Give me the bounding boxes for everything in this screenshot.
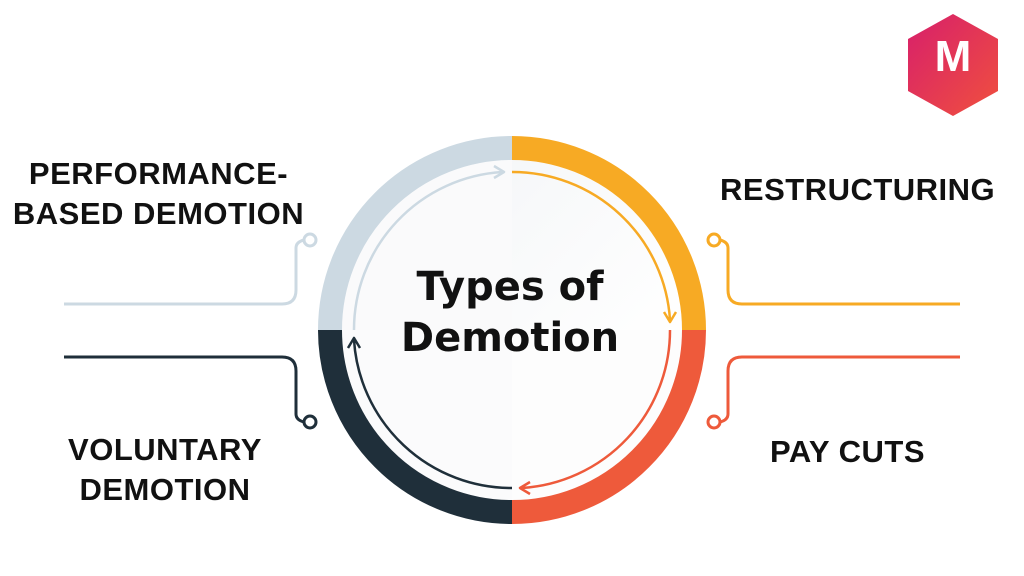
label-line: BASED DEMOTION (12, 195, 305, 231)
ring-segment-voluntary (318, 329, 513, 524)
connector-top-left (64, 238, 305, 306)
connector-node-bottom-left (302, 414, 318, 430)
arrow-head-bottom-right (518, 480, 531, 496)
ring-segment-restructuring (511, 136, 706, 331)
arrow-head-top-right (662, 311, 678, 324)
outer-ring (318, 136, 706, 524)
logo-m-icon: M (934, 32, 972, 81)
label-restructuring: RESTRUCTURING (720, 170, 1010, 210)
label-line: VOLUNTARY (68, 432, 262, 467)
arrow-arc-top-left (352, 170, 503, 331)
inner-shading (342, 160, 682, 500)
inner-arrows (346, 164, 678, 496)
label-line: PAY CUTS (770, 434, 926, 469)
label-line: PERFORMANCE- (28, 156, 289, 191)
label-voluntary-demotion: VOLUNTARY DEMOTION (40, 430, 290, 509)
arrow-arc-top-right (511, 170, 672, 321)
label-performance-based-demotion: PERFORMANCE- BASED DEMOTION (6, 154, 311, 233)
connectors (64, 232, 960, 430)
label-pay-cuts: PAY CUTS (770, 432, 950, 472)
arrow-arc-bottom-left (352, 339, 513, 490)
title-line-2: Demotion (400, 315, 620, 362)
arrow-arc-bottom-right (521, 329, 672, 490)
logo-hexagon (908, 14, 998, 116)
ring-segment-performance (318, 136, 513, 331)
connector-node-top-right (706, 232, 722, 248)
ring-segment-pay-cuts (511, 329, 706, 524)
connector-bottom-right (719, 355, 960, 424)
connector-top-right (719, 238, 960, 306)
label-line: DEMOTION (79, 471, 251, 507)
connector-bottom-left (64, 355, 305, 424)
connector-node-top-left (302, 232, 318, 248)
connector-node-bottom-right (706, 414, 722, 430)
label-line: RESTRUCTURING (720, 172, 996, 207)
title-line-1: Types of (416, 264, 604, 310)
arrow-head-bottom-left (346, 336, 362, 349)
arrow-head-top-left (493, 164, 506, 180)
diagram-title: Types of Demotion (360, 262, 660, 364)
